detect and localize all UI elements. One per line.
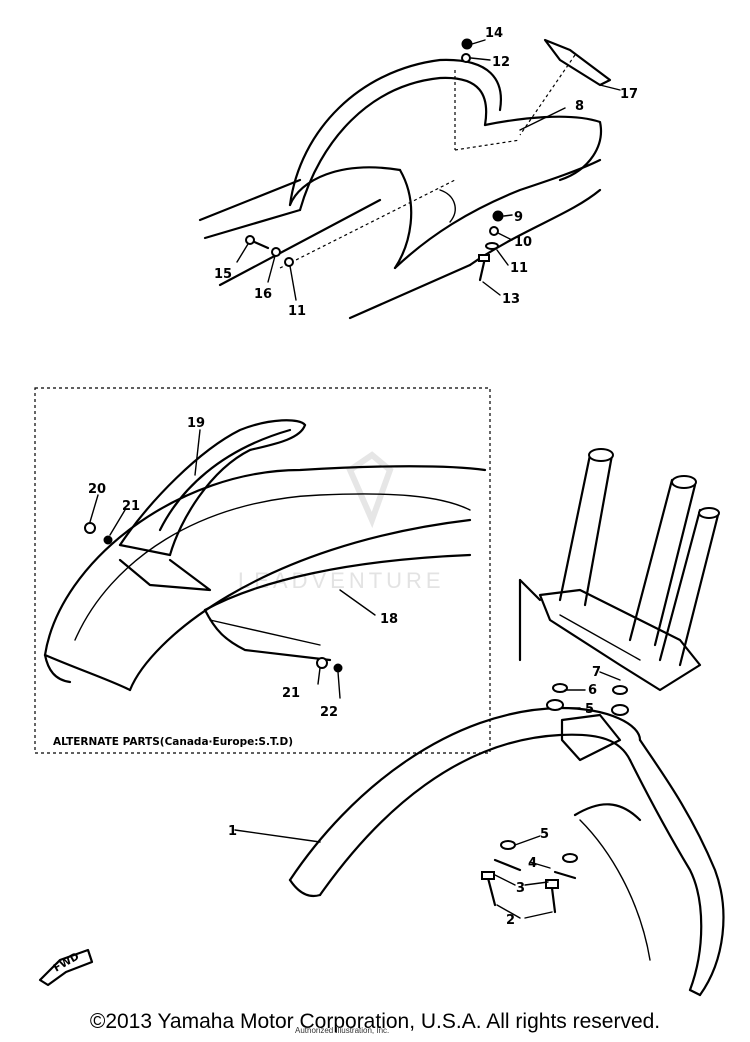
callout-18: 18 [380,612,398,627]
callout-11-lower: 11 [288,304,306,319]
callout-12: 12 [492,55,510,70]
callout-3: 3 [516,881,525,896]
alternate-parts-label: ALTERNATE PARTS(Canada·Europe:S.T.D) [53,736,293,748]
copyright-notice: ©2013 Yamaha Motor Corporation, U.S.A. A… [89,1010,661,1033]
callout-22: 22 [320,705,338,720]
callout-6: 6 [588,683,597,698]
callout-8: 8 [575,99,584,114]
callout-20: 20 [88,482,106,497]
callout-2: 2 [506,913,515,928]
callout-16: 16 [254,287,272,302]
callout-7: 7 [592,665,601,680]
callout-11-upper: 11 [510,261,528,276]
callout-5-lower: 5 [540,827,549,842]
illustration-credit: Authorized Illustration, Inc. [295,1026,390,1035]
alternate-parts-box [34,387,491,754]
callout-13: 13 [502,292,520,307]
callout-21-upper: 21 [122,499,140,514]
seat-assembly [198,38,621,320]
watermark-text: LEADVENTURE [238,568,445,593]
callout-19: 19 [187,416,205,431]
callout-17: 17 [620,87,638,102]
callout-4: 4 [528,856,537,871]
watermark: LEADVENTURE [238,451,445,593]
callout-5-upper: 5 [585,702,594,717]
callout-1: 1 [228,824,237,839]
front-fender-assembly [234,448,725,997]
alternate-parts-frame [34,387,491,754]
forward-arrow-icon: FWD [38,948,94,987]
callout-10: 10 [514,235,532,250]
callout-9: 9 [514,210,523,225]
callout-14: 14 [485,26,503,41]
callout-15: 15 [214,267,232,282]
callout-21-lower: 21 [282,686,300,701]
